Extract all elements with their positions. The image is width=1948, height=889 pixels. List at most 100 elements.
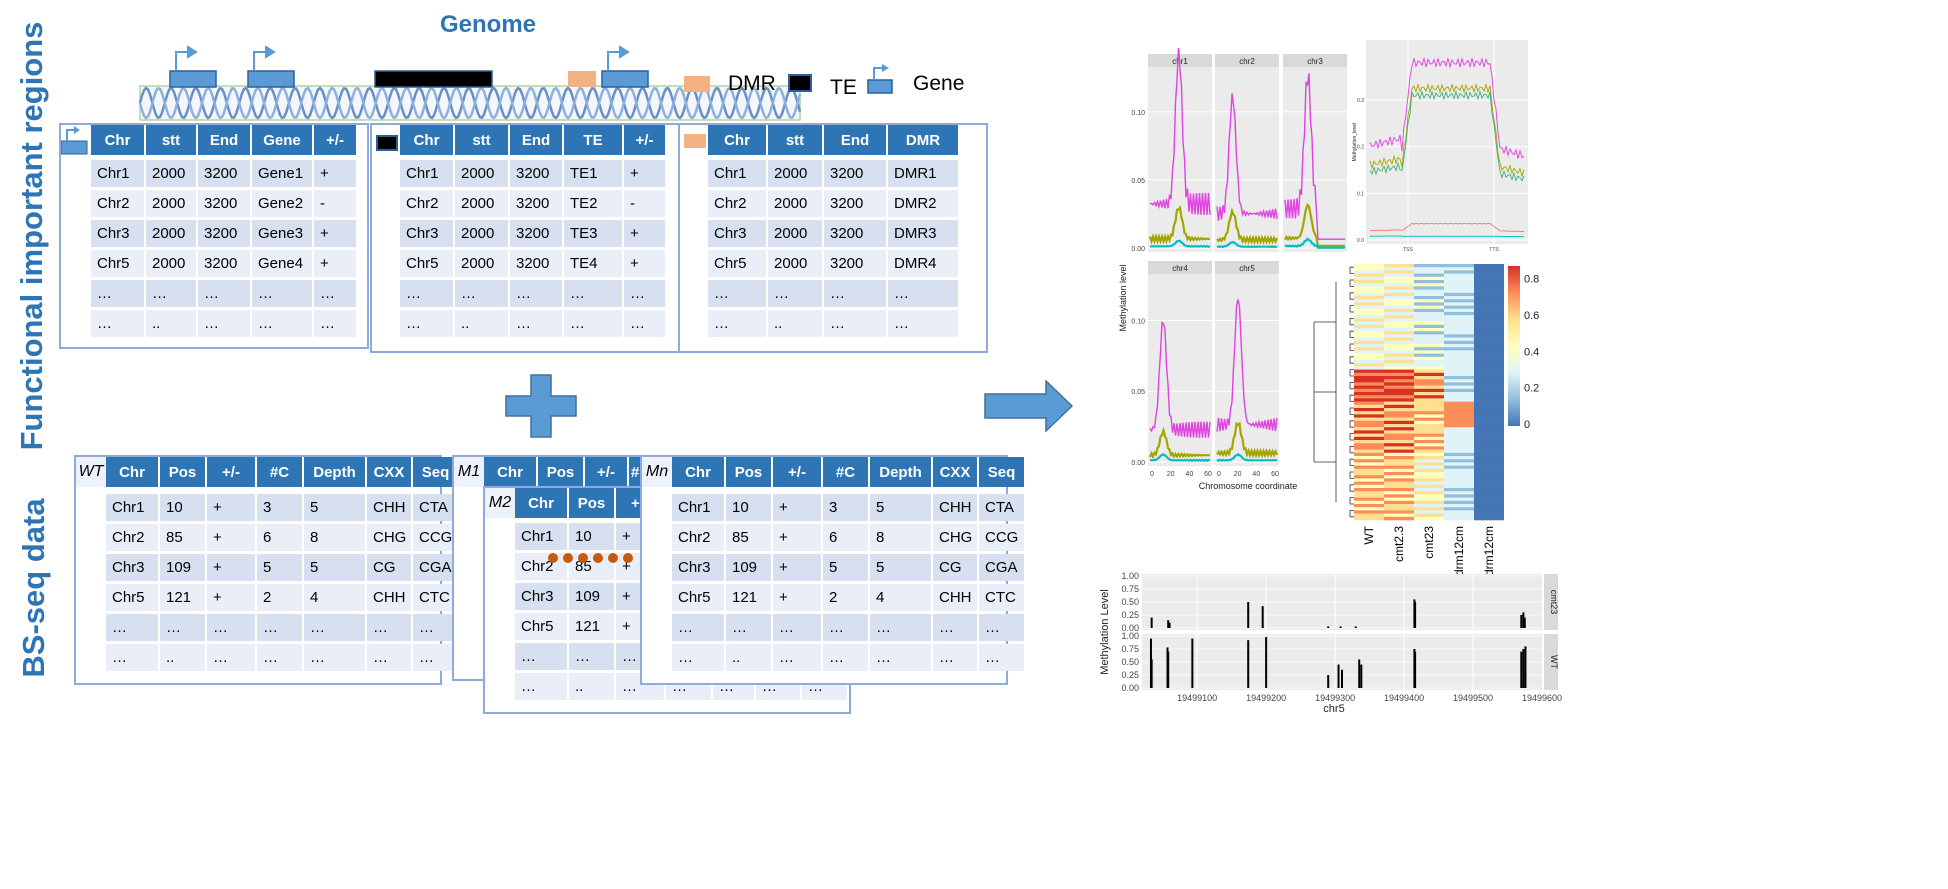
heatmap-cell (1444, 392, 1474, 396)
heatmap-cell (1414, 267, 1444, 271)
table-cell: Gene3 (252, 220, 314, 247)
table-cell: + (624, 220, 667, 247)
table-cell: 109 (160, 554, 207, 581)
heatmap-cell (1354, 302, 1384, 306)
heatmap-cell (1414, 334, 1444, 338)
table-row (708, 160, 960, 187)
table-cell: + (207, 524, 257, 551)
heatmap-cell (1414, 292, 1444, 297)
bar (1360, 664, 1363, 688)
bar (1520, 615, 1523, 628)
heatmap-cell (1444, 417, 1474, 422)
heatmap-cell (1354, 488, 1384, 492)
table-cell: 5 (870, 554, 933, 581)
heatmap-cell (1444, 280, 1474, 284)
heatmap-cell (1414, 353, 1444, 358)
heatmap-cell (1414, 366, 1444, 370)
table-cell: Chr1 (106, 494, 160, 521)
heatmap-cell (1354, 318, 1384, 322)
heatmap-cell (1474, 360, 1504, 364)
heatmap-cell (1444, 315, 1474, 319)
heatmap-cell (1414, 513, 1444, 518)
heatmap-cell (1384, 488, 1414, 492)
heatmap-cell (1384, 273, 1414, 278)
heatmap-cell (1474, 449, 1504, 454)
heatmap-cell (1414, 308, 1444, 313)
table-header-cell: #C (257, 457, 304, 487)
table-header-cell: Pos (726, 457, 773, 487)
dendrogram-branches (1313, 266, 1354, 518)
heatmap-cell (1354, 312, 1384, 316)
table-cell: … (198, 310, 252, 337)
heatmap-cell (1474, 446, 1504, 450)
bar (1150, 659, 1153, 688)
heatmap-cell (1444, 513, 1474, 518)
table-cell: 3200 (824, 190, 888, 217)
heatmap-cell (1414, 328, 1444, 332)
heatmap-cell (1384, 475, 1414, 479)
heatmap-cell (1444, 430, 1474, 434)
bar (1337, 664, 1340, 688)
table-cell: Chr5 (672, 584, 726, 611)
table-cell: … (888, 280, 960, 307)
y-tick-label: 0.00 (1121, 623, 1139, 633)
heatmap-cell (1444, 337, 1474, 342)
table-cell: Chr2 (708, 190, 768, 217)
sample-tag: Mn (642, 457, 672, 487)
heatmap-cell (1474, 430, 1504, 434)
heatmap-cell (1474, 292, 1504, 297)
plot-background (1366, 40, 1528, 244)
heatmap-column-label: cmt23 (1422, 526, 1436, 559)
facet-background (1283, 67, 1347, 252)
heatmap-cell (1444, 324, 1474, 329)
heatmap-cell (1414, 459, 1444, 463)
x-tick-label: 60 (1271, 471, 1279, 478)
heatmap-cell (1444, 462, 1474, 466)
table-cell: TE2 (564, 190, 624, 217)
table-cell: 3200 (198, 250, 252, 277)
table-cell: … (672, 644, 726, 671)
table-cell: 6 (257, 524, 304, 551)
heatmap-cell (1444, 456, 1474, 460)
heatmap-cell (1474, 491, 1504, 495)
table-cell: 3200 (198, 190, 252, 217)
heatmap-cell (1474, 264, 1504, 268)
table-cell: + (314, 160, 358, 187)
heatmap-cell (1414, 430, 1444, 434)
heatmap-cell (1474, 414, 1504, 418)
table-cell: 10 (726, 494, 773, 521)
heatmap-cell (1384, 331, 1414, 335)
table-cell: Chr5 (515, 613, 569, 640)
heatmap-column-label: drm12cm (1452, 526, 1466, 574)
heatmap-cell (1444, 472, 1474, 476)
table-cell: Chr2 (400, 190, 455, 217)
heatmap-cell (1384, 372, 1414, 377)
heatmap-cell (1474, 443, 1504, 447)
y-tick-label: 0.00 (1121, 683, 1139, 693)
table-cell: Chr5 (106, 584, 160, 611)
x-tick-label: TTS (1489, 247, 1499, 253)
table-header-cell: CXX (933, 457, 979, 487)
heatmap-cell (1444, 468, 1474, 473)
heatmap-cell (1414, 443, 1444, 447)
heatmap-cell (1354, 414, 1384, 418)
sample-tag: M1 (454, 457, 484, 487)
heatmap-cell (1414, 360, 1444, 364)
heatmap-cell (1384, 379, 1414, 383)
heatmap-cell (1414, 424, 1444, 428)
heatmap-cell (1354, 452, 1384, 457)
table-cell: + (773, 494, 823, 521)
table-cell: … (768, 280, 824, 307)
table-row (708, 280, 960, 307)
heatmap-cell (1444, 305, 1474, 310)
heatmap-cell (1354, 440, 1384, 444)
table-cell: 2000 (768, 220, 824, 247)
bar (1327, 675, 1330, 688)
table-cell: CGA (979, 554, 1026, 581)
table-cell: … (314, 280, 358, 307)
heatmap-cell (1354, 510, 1384, 514)
heatmap-cell (1474, 276, 1504, 281)
heatmap-cell (1384, 376, 1414, 380)
table-row (672, 644, 1026, 671)
